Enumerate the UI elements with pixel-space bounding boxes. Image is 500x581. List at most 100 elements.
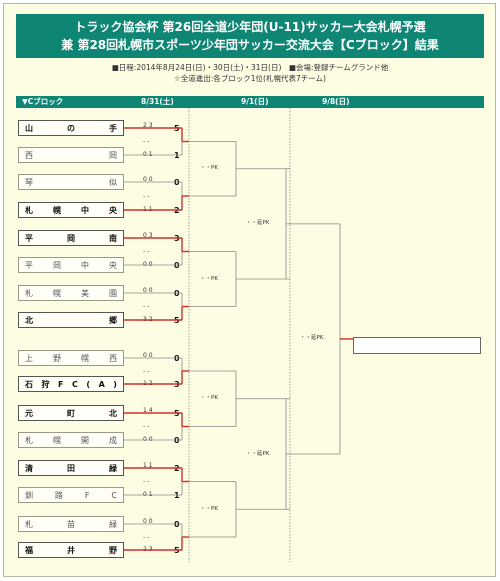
team-name-char: 石	[25, 379, 33, 389]
team-name-char: 田	[67, 463, 75, 473]
team-name-char: 野	[53, 353, 61, 363]
score-separator: - -	[143, 303, 150, 310]
score-halves-top: 0 0	[143, 287, 153, 294]
team-name-char: 札	[25, 519, 33, 529]
score-total-top: 0	[174, 354, 180, 363]
score-total-top: 5	[174, 124, 180, 133]
team-name-char: C	[111, 490, 117, 500]
team-name-char: 琴	[25, 177, 33, 187]
team-14: 札苗緑	[18, 516, 124, 532]
score-total-bottom: 0	[174, 436, 180, 445]
score-halves-top: 2 3	[143, 122, 153, 129]
team-name-char: 井	[67, 545, 75, 555]
team-name-char: 緑	[109, 463, 117, 473]
team-name-char: 札	[25, 288, 33, 298]
team-name-char: 清	[25, 463, 33, 473]
team-name-char: 上	[25, 353, 33, 363]
title-line-2: 兼 第28回札幌市スポーツ少年団サッカー交流大会【Cブロック】結果	[61, 38, 439, 52]
team-7: 北郷	[18, 312, 124, 328]
round-1-date: 8/31(土)	[141, 97, 174, 106]
team-name-char: 苗	[67, 519, 75, 529]
team-name-char: 郷	[109, 315, 117, 325]
team-3: 札幌中央	[18, 202, 124, 218]
block-label: ▼Cブロック	[22, 97, 64, 106]
team-name-char: 幌	[53, 288, 61, 298]
team-name-char: 岡	[67, 233, 75, 243]
score-total-bottom: 1	[174, 151, 180, 160]
score-total-top: 2	[174, 464, 180, 473]
schedule-info: ■日程:2014年8月24日(日)・30日(土)・31日(日) ■会場:登録チー…	[111, 63, 389, 72]
score-halves-top: 1 1	[143, 462, 153, 469]
team-6: 札幌美園	[18, 285, 124, 301]
score-total-bottom: 5	[174, 316, 180, 325]
team-name-char: 路	[54, 490, 63, 500]
team-name-char: 岡	[109, 150, 117, 160]
score-halves-bottom: 0 0	[143, 436, 153, 443]
score-total-top: 3	[174, 234, 180, 243]
score-halves-bottom: 0 1	[143, 491, 153, 498]
score-total-top: 0	[174, 289, 180, 298]
team-name-char: 山	[25, 123, 33, 133]
team-12: 清田緑	[18, 460, 124, 476]
score-total-bottom: 2	[174, 206, 180, 215]
team-name-char: 似	[109, 177, 117, 187]
pk-label-r3: ・・延PK	[246, 220, 270, 227]
team-name-char: 札	[25, 205, 33, 215]
score-total-top: 0	[174, 178, 180, 187]
score-separator: - -	[143, 478, 150, 485]
score-separator: - -	[143, 138, 150, 145]
score-separator: - -	[143, 248, 150, 255]
team-name-char: 園	[109, 288, 117, 298]
team-name-char: 札	[25, 435, 33, 445]
score-halves-top: 0 0	[143, 352, 153, 359]
team-name-char: 狩	[41, 379, 50, 389]
team-15: 福井野	[18, 542, 124, 558]
title-line-1: トラック協会杯 第26回全道少年団(U-11)サッカー大会札幌予選	[74, 20, 426, 34]
team-10: 元町北	[18, 405, 124, 421]
pk-label-r2: ・・PK	[200, 395, 218, 402]
team-name-char: 幌	[81, 353, 89, 363]
score-halves-bottom: 2 3	[143, 546, 153, 553]
team-5: 平岡中央	[18, 257, 124, 273]
pk-label-r2: ・・PK	[200, 505, 218, 512]
score-halves-bottom: 0 1	[143, 151, 153, 158]
team-name-char: 南	[109, 233, 117, 243]
score-halves-top: 0 0	[143, 176, 153, 183]
round-header: ▼Cブロック 8/31(土) 9/1(日) 9/8(日)	[16, 96, 484, 108]
team-name-char: 福	[25, 545, 33, 555]
pk-label-r2: ・・PK	[200, 165, 218, 172]
team-name-char: )	[113, 379, 117, 389]
team-name-char: (	[86, 379, 91, 389]
team-name-char: 野	[109, 545, 117, 555]
team-name-char: C	[72, 379, 78, 389]
score-total-top: 5	[174, 409, 180, 418]
team-name-char: 元	[25, 408, 33, 418]
team-11: 札幌開成	[18, 432, 124, 448]
round-2-date: 9/1(日)	[241, 97, 269, 106]
team-name-char: 平	[25, 233, 33, 243]
score-separator: - -	[143, 367, 150, 375]
team-name-char: 成	[109, 435, 117, 445]
block-winner-box	[353, 337, 481, 354]
team-name-char: A	[98, 379, 105, 389]
team-name-char: 手	[109, 123, 117, 133]
team-name-char: 町	[67, 408, 75, 418]
score-halves-bottom: 0 0	[143, 261, 153, 268]
score-separator: - -	[143, 423, 150, 430]
team-name-char: 平	[25, 260, 33, 270]
score-separator: - -	[143, 192, 150, 200]
score-halves-bottom: 1 2	[143, 380, 153, 387]
score-halves-top: 0 3	[143, 232, 153, 239]
score-total-bottom: 1	[174, 491, 180, 500]
score-halves-bottom: 1 1	[143, 206, 153, 213]
team-name-char: F	[84, 490, 90, 500]
score-total-top: 0	[174, 520, 180, 529]
team-name-char: F	[58, 379, 64, 389]
team-2: 琴似	[18, 174, 124, 190]
team-name-char: 北	[25, 315, 33, 325]
team-name-char: 央	[109, 260, 117, 270]
pk-label-final: ・・延PK	[300, 335, 324, 342]
score-halves-bottom: 3 2	[143, 316, 153, 323]
pk-label-r3: ・・延PK	[246, 450, 270, 457]
